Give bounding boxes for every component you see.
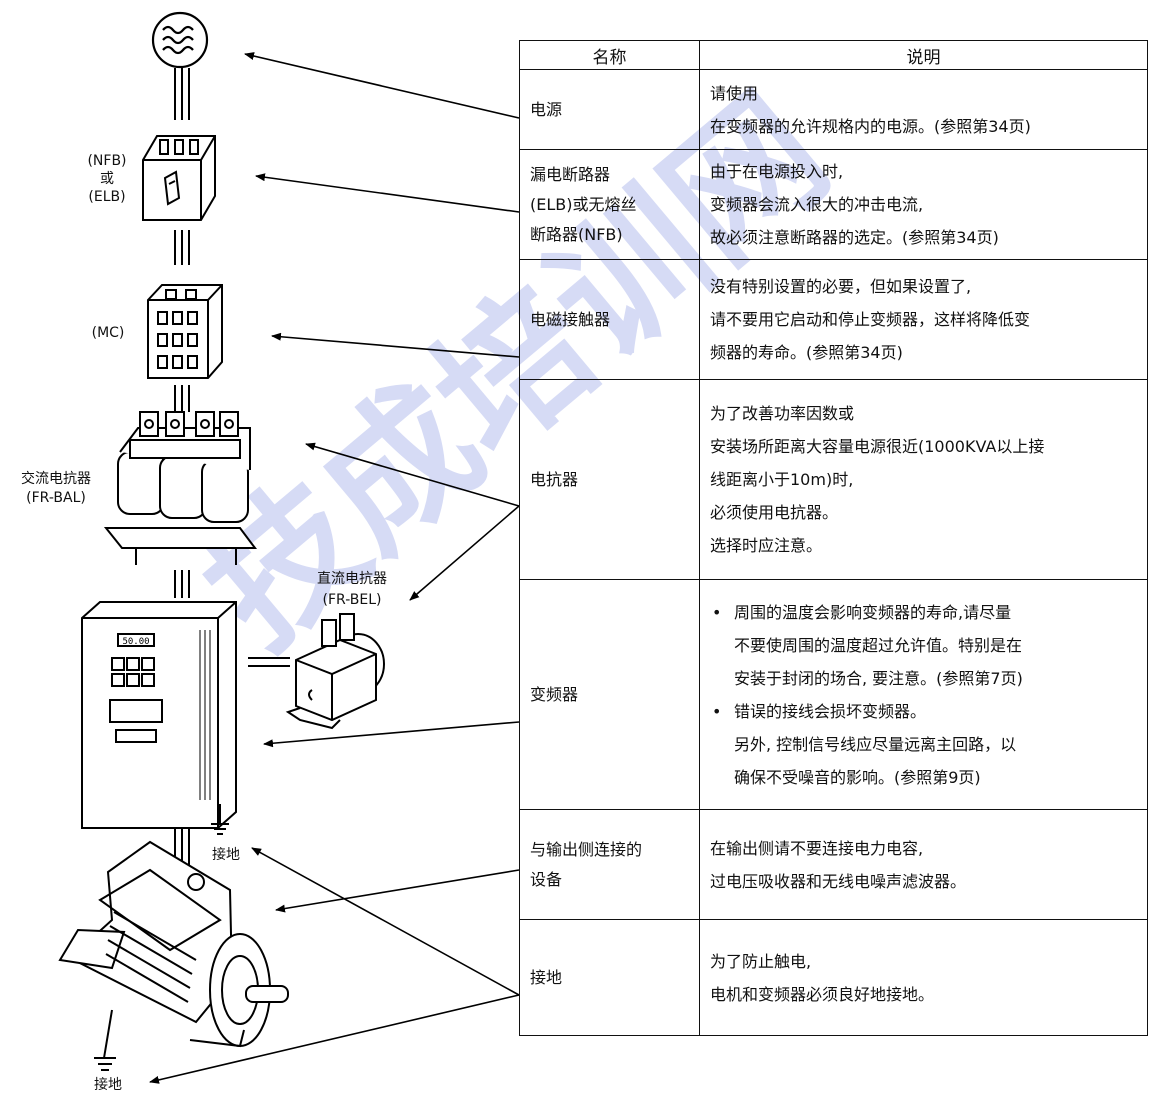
row-desc-line: 在变频器的允许规格内的电源。(参照第34页) <box>710 116 1031 136</box>
row-name-line: 电磁接触器 <box>530 309 611 329</box>
table-header-row: 名称 说明 <box>519 40 1148 70</box>
label-or: 或 <box>100 171 114 187</box>
row-desc-line: 周围的温度会影响变频器的寿命,请尽量 <box>734 602 1012 622</box>
row-desc: 没有特别设置的必要，但如果设置了, 请不要用它启动和停止变频器，这样将降低变 频… <box>699 259 1148 380</box>
row-desc: 为了防止触电, 电机和变频器必须良好地接地。 <box>699 919 1148 1036</box>
ground-motor-icon <box>94 1009 116 1071</box>
row-desc: 为了改善功率因数或 安装场所距离大容量电源很近(1000KVA以上接 线距离小于… <box>699 379 1148 580</box>
row-name: 电磁接触器 <box>519 259 700 380</box>
table-row: 与输出侧连接的 设备 在输出侧请不要连接电力电容, 过电压吸收器和无线电噪声滤波… <box>519 809 1148 920</box>
label-ac-reactor: 交流电抗器 <box>21 471 91 487</box>
row-name-line: 断路器(NFB) <box>530 224 623 244</box>
row-desc-line: 过电压吸收器和无线电噪声滤波器。 <box>710 871 967 891</box>
bullet-item: • 周围的温度会影响变频器的寿命,请尽量 <box>710 596 1137 629</box>
row-desc-line: 请不要用它启动和停止变频器，这样将降低变 <box>710 310 1031 329</box>
dc-reactor-icon <box>248 613 385 730</box>
row-desc-line: 故必须注意断路器的选定。(参照第34页) <box>710 228 999 247</box>
row-desc: 由于在电源投入时, 变频器会流入很大的冲击电流, 故必须注意断路器的选定。(参照… <box>699 149 1148 260</box>
row-desc-line: 线距离小于10m)时, <box>710 470 854 489</box>
row-name: 接地 <box>519 919 700 1036</box>
row-desc-line: 频器的寿命。(参照第34页) <box>710 343 903 362</box>
ground-inverter-icon <box>211 804 229 835</box>
row-desc-line: 必须使用电抗器。 <box>710 503 839 522</box>
row-name-line: 设备 <box>530 869 563 889</box>
row-desc-line: 请使用 <box>710 83 759 103</box>
bullet-item: • 错误的接线会损坏变频器。 <box>710 695 1137 728</box>
label-mc: (MC) <box>91 325 125 341</box>
power-source-icon <box>151 11 209 69</box>
row-desc-line: 选择时应注意。 <box>710 536 823 555</box>
row-desc-line: 在输出侧请不要连接电力电容, <box>710 838 924 858</box>
row-name: 与输出侧连接的 设备 <box>519 809 700 920</box>
display-readout: 50.00 <box>122 637 149 647</box>
row-desc: 在输出侧请不要连接电力电容, 过电压吸收器和无线电噪声滤波器。 <box>699 809 1148 920</box>
row-name: 电抗器 <box>519 379 700 580</box>
table-row: 电磁接触器 没有特别设置的必要，但如果设置了, 请不要用它启动和停止变频器，这样… <box>519 259 1148 380</box>
row-name-line: 电抗器 <box>530 469 579 489</box>
row-name-line: 漏电断路器 <box>530 164 611 184</box>
row-desc-line: 为了改善功率因数或 <box>710 404 855 423</box>
motor-icon <box>58 840 289 1048</box>
inverter-icon <box>81 601 237 829</box>
row-name: 漏电断路器 (ELB)或无熔丝 断路器(NFB) <box>519 149 700 260</box>
row-desc: 请使用 在变频器的允许规格内的电源。(参照第34页) <box>699 69 1148 150</box>
row-desc-line: 确保不受噪音的影响。(参照第9页) <box>734 767 981 787</box>
ac-reactor-icon <box>103 411 257 565</box>
row-desc-line: 错误的接线会损坏变频器。 <box>734 701 927 721</box>
contactor-icon <box>147 284 223 379</box>
label-dc-reactor: 直流电抗器 <box>317 571 387 587</box>
row-desc-line: 变频器会流入很大的冲击电流, <box>710 195 924 214</box>
row-desc-line: 不要使周围的温度超过允许值。特别是在 <box>734 635 1023 655</box>
table-row: 漏电断路器 (ELB)或无熔丝 断路器(NFB) 由于在电源投入时, 变频器会流… <box>519 149 1148 260</box>
label-ac-reactor-model: (FR-BAL) <box>26 490 86 506</box>
table-row: 变频器 • 周围的温度会影响变频器的寿命,请尽量 不要使周围的温度超过允许值。特别… <box>519 579 1148 810</box>
label-dc-reactor-model: (FR-BEL) <box>322 592 382 608</box>
bullet-icon: • <box>712 701 722 721</box>
row-desc-line: 为了防止触电, <box>710 951 812 971</box>
row-desc-line: 另外, 控制信号线应尽量远离主回路，以 <box>734 734 1017 754</box>
bullet-icon: • <box>712 602 722 622</box>
row-name: 变频器 <box>519 579 700 810</box>
label-ground-motor: 接地 <box>94 1077 122 1093</box>
callout-arrows <box>149 52 520 1084</box>
row-desc-line: 安装于封闭的场合, 要注意。(参照第7页) <box>734 668 1023 688</box>
row-desc-line: 安装场所距离大容量电源很近(1000KVA以上接 <box>710 437 1045 456</box>
header-name: 名称 <box>519 40 700 70</box>
main-wires <box>174 68 190 868</box>
row-name-line: (ELB)或无熔丝 <box>530 194 637 214</box>
row-desc-line: 由于在电源投入时, <box>710 162 844 181</box>
row-name-line: 电源 <box>530 99 563 119</box>
label-ground-inverter: 接地 <box>212 847 240 863</box>
row-desc: • 周围的温度会影响变频器的寿命,请尽量 不要使周围的温度超过允许值。特别是在 安… <box>699 579 1148 810</box>
row-desc-line: 电机和变频器必须良好地接地。 <box>710 984 935 1004</box>
label-nfb: (NFB) <box>87 153 127 169</box>
row-name-line: 与输出侧连接的 <box>530 839 643 859</box>
row-name-line: 接地 <box>530 967 563 987</box>
row-name-line: 变频器 <box>530 684 579 704</box>
label-elb: (ELB) <box>88 189 126 205</box>
row-name: 电源 <box>519 69 700 150</box>
row-desc-line: 没有特别设置的必要，但如果设置了, <box>710 277 972 296</box>
header-desc: 说明 <box>699 40 1148 70</box>
table-row: 电抗器 为了改善功率因数或 安装场所距离大容量电源很近(1000KVA以上接 线… <box>519 379 1148 580</box>
circuit-breaker-icon <box>142 135 216 221</box>
table-row: 电源 请使用 在变频器的允许规格内的电源。(参照第34页) <box>519 69 1148 150</box>
component-table: 名称 说明 电源 请使用 在变频器的允许规格内的电源。(参照第34页) 漏电断路… <box>519 40 1148 1036</box>
table-row: 接地 为了防止触电, 电机和变频器必须良好地接地。 <box>519 919 1148 1036</box>
